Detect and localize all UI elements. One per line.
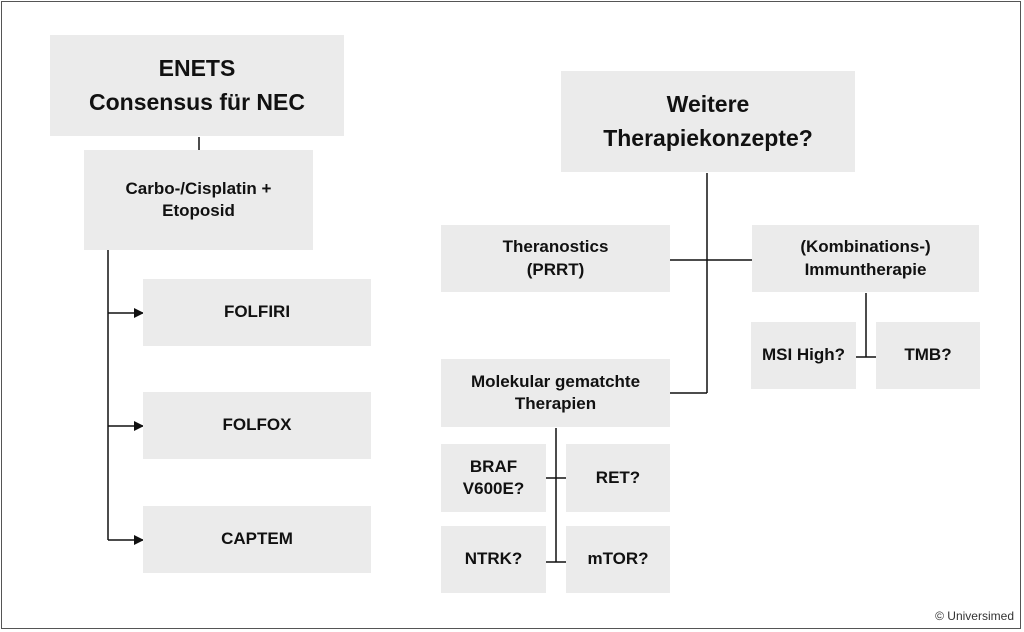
folfiri-label: FOLFIRI: [223, 302, 291, 322]
chemo-firstline-label: Carbo-/Cisplatin + Etoposid: [125, 178, 272, 220]
chemo-firstline-box: Carbo-/Cisplatin + Etoposid: [84, 150, 313, 250]
braf-v600e-label: BRAF V600E?: [462, 456, 525, 498]
weitere-therapiekonzepte-box: Weitere Therapiekonzepte?: [561, 71, 855, 172]
molekular-therapien-label: Molekular gematchte Therapien: [470, 371, 641, 413]
theranostics-label: Theranostics (PRRT): [502, 237, 609, 279]
theranostics-box: Theranostics (PRRT): [441, 225, 670, 292]
immuntherapie-label: (Kombinations-) Immuntherapie: [800, 237, 931, 279]
folfox-label: FOLFOX: [222, 415, 292, 435]
enets-consensus-label: ENETS Consensus für NEC: [89, 55, 305, 115]
molekular-therapien-box: Molekular gematchte Therapien: [441, 359, 670, 427]
captem-label: CAPTEM: [221, 529, 293, 549]
immuntherapie-box: (Kombinations-) Immuntherapie: [752, 225, 979, 292]
msi-high-label: MSI High?: [761, 345, 846, 365]
mtor-box: mTOR?: [566, 526, 670, 593]
msi-high-box: MSI High?: [751, 322, 856, 389]
mtor-label: mTOR?: [587, 549, 649, 569]
tmb-label: TMB?: [904, 345, 952, 365]
ret-label: RET?: [595, 467, 641, 487]
folfox-box: FOLFOX: [143, 392, 371, 459]
tmb-box: TMB?: [876, 322, 980, 389]
copyright-notice: © Universimed: [935, 609, 1014, 623]
ret-box: RET?: [566, 444, 670, 512]
ntrk-box: NTRK?: [441, 526, 546, 593]
enets-consensus-box: ENETS Consensus für NEC: [50, 35, 344, 136]
folfiri-box: FOLFIRI: [143, 279, 371, 346]
captem-box: CAPTEM: [143, 506, 371, 573]
ntrk-label: NTRK?: [464, 549, 523, 569]
braf-v600e-box: BRAF V600E?: [441, 444, 546, 512]
weitere-therapiekonzepte-label: Weitere Therapiekonzepte?: [603, 91, 813, 151]
